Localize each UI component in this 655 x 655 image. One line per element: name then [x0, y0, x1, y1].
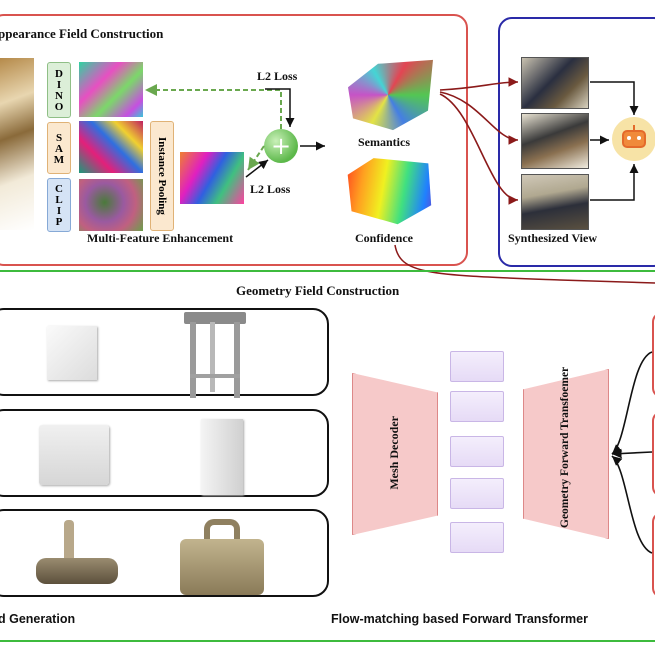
- plus-circle-icon: +: [264, 129, 298, 163]
- instance-pooling-tag: Instance Pooling: [150, 121, 174, 231]
- object-stool: [184, 312, 246, 398]
- synth-view-3: [521, 174, 589, 230]
- object-handle-1: [36, 520, 118, 590]
- object-panel: [201, 419, 243, 495]
- latent-token-5: [450, 522, 504, 553]
- object-row-1: [0, 308, 329, 396]
- object-handle-2: [180, 519, 264, 595]
- room-scene-image: [0, 58, 34, 230]
- confidence-label: Confidence: [355, 231, 413, 245]
- synthesized-label: Synthesized View: [508, 231, 598, 245]
- synth-view-2: [521, 113, 589, 169]
- semantics-label: Semantics: [358, 135, 410, 149]
- pooled-feature-map: [180, 152, 244, 204]
- dino-tag: DINO: [47, 62, 71, 118]
- dino-feature-map: [79, 62, 143, 117]
- latent-token-4: [450, 478, 504, 509]
- geometry-transformer: [523, 369, 609, 539]
- sam-tag: SAM: [47, 122, 71, 174]
- multi-feature-label: Multi-Feature Enhancement: [87, 231, 234, 245]
- left-caption: d Generation: [0, 612, 76, 626]
- clip-feature-map: [79, 179, 143, 231]
- synthesized-panel: [498, 17, 655, 267]
- object-row-3: [0, 509, 329, 597]
- geometry-bottom-line: [0, 640, 655, 642]
- object-row-2: [0, 409, 329, 497]
- l2-loss-top: L2 Loss: [257, 69, 298, 83]
- geometry-title: Geometry Field Construction: [236, 283, 400, 298]
- latent-token-2: [450, 391, 504, 422]
- object-box-1: [47, 326, 97, 380]
- latent-token-1: [450, 351, 504, 382]
- l2-loss-bottom: L2 Loss: [250, 182, 291, 196]
- sam-feature-map: [79, 121, 143, 173]
- robot-icon: [612, 117, 655, 161]
- mesh-decoder: [352, 373, 438, 535]
- clip-tag: CLIP: [47, 178, 71, 232]
- geometry-top-line: [0, 270, 655, 272]
- latent-token-3: [450, 436, 504, 467]
- object-box-2: [39, 425, 109, 485]
- appearance-panel: [0, 14, 468, 266]
- synth-view-1: [521, 57, 589, 109]
- right-caption: Flow-matching based Forward Transformer: [331, 612, 588, 626]
- appearance-title: ppearance Field Construction: [0, 26, 164, 41]
- top-connectors: [145, 77, 655, 284]
